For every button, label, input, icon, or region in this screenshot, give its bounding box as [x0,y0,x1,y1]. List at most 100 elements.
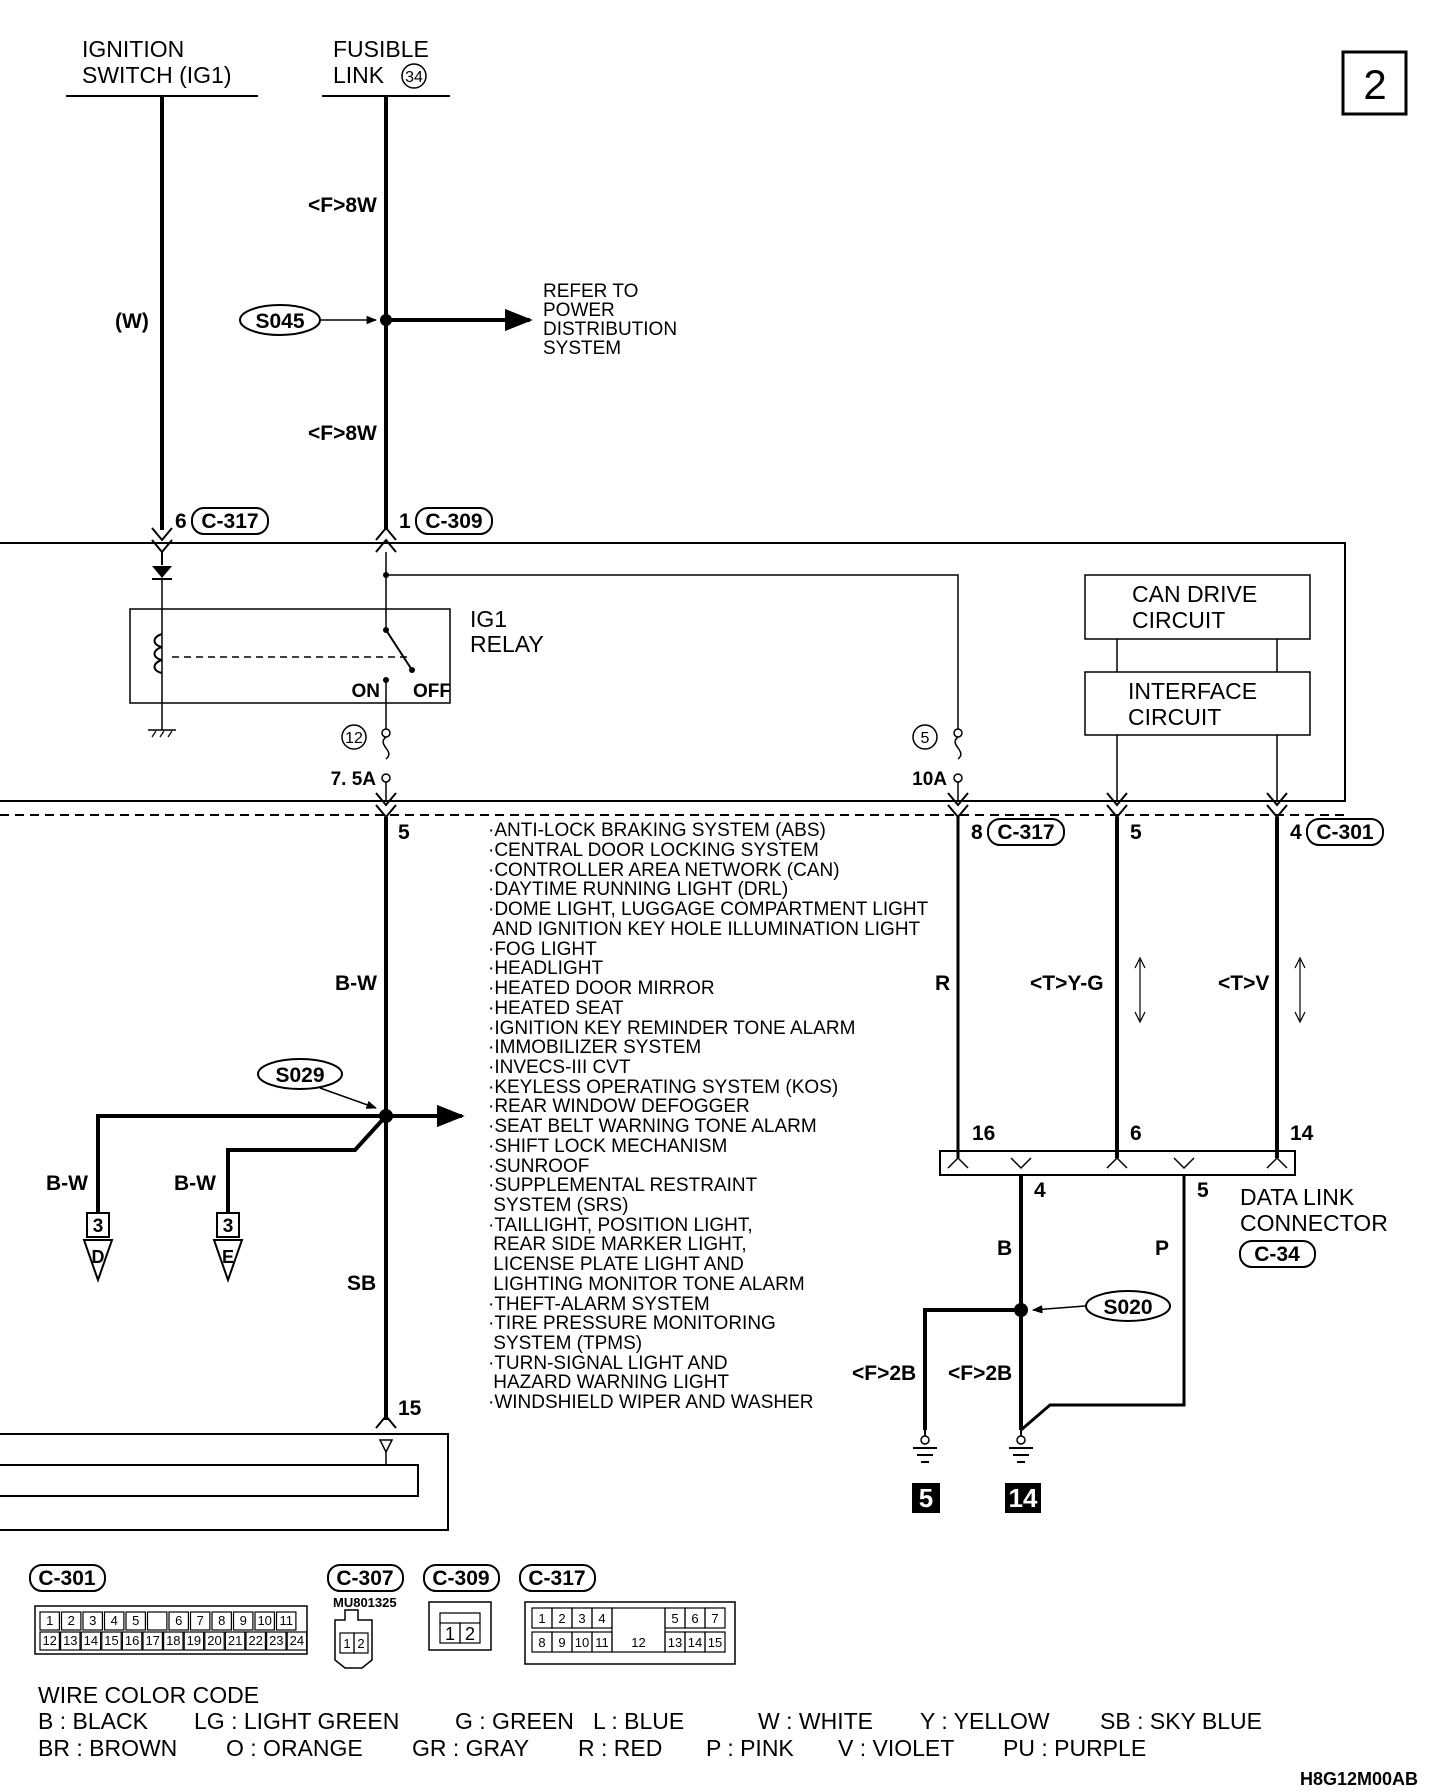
system-item: SYSTEM (SRS) [488,1195,628,1216]
system-item: ·THEFT-ALARM SYSTEM [488,1294,710,1315]
fuse-12: 12 7. 5A [331,724,391,800]
connector-pin-label: 12 [42,1633,56,1648]
c309-label: C-309 [432,1567,489,1590]
refer-line-3: DISTRIBUTION [543,319,677,340]
relay-label-line2: RELAY [470,631,544,657]
relay-off-label: OFF [413,681,451,702]
fuse-5-number: 5 [921,730,930,747]
refer-line-1: REFER TO [543,281,638,302]
system-item: LIGHTING MONITOR TONE ALARM [488,1274,805,1295]
c309-pin: 1 [445,1624,455,1644]
connector-pin-label: 2 [68,1613,75,1628]
wire-label-f2b-right: <F>2B [948,1362,1012,1385]
ignition-switch-line1: IGNITION [82,36,184,62]
connector-cell [183,1631,205,1651]
diode-icon [152,566,172,578]
c307-pin: 1 [343,1636,350,1651]
connector-cell [704,1631,726,1653]
dlc-pin-16: 16 [972,1122,995,1145]
connector-cell [611,1607,666,1653]
system-item: ·SHIFT LOCK MECHANISM [488,1136,727,1157]
connector-cell [254,1611,275,1631]
wire-label-bw-e: B-W [174,1172,216,1195]
pin-4-label: C-301 [1316,821,1374,844]
ignition-switch-label: IGNITION SWITCH (IG1) [66,36,258,97]
fusible-link-label: FUSIBLE LINK 34 [322,36,450,97]
splice-s045: S045 [239,304,533,336]
offpage-e-letter: E [222,1247,234,1267]
system-item: ·WINDSHIELD WIPER AND WASHER [488,1392,814,1413]
connector-pin-label: 1 [46,1613,53,1628]
color-code-item: L : BLUE [593,1708,684,1734]
color-code-item: LG : LIGHT GREEN [194,1708,399,1734]
connector-pin-label: 14 [84,1633,98,1648]
wire-color-code-title: WIRE COLOR CODE [38,1682,259,1708]
system-item: ·INVECS-III CVT [488,1057,631,1078]
connector-pin-label: 6 [175,1613,182,1628]
fusible-link-line1: FUSIBLE [333,36,429,62]
pin-8-c317: 8 C-317 [971,818,1065,846]
system-item: ·HEADLIGHT [488,958,603,979]
connector-pin-label: 15 [708,1635,722,1650]
data-link-connector: 16 6 14 4 5 DATA LINK CONNECTOR C-34 [939,1122,1388,1268]
wire-color-code: WIRE COLOR CODE B : BLACK LG : LIGHT GRE… [38,1682,1262,1761]
offpage-connector-e: 3 E [212,1212,244,1284]
connector-pin-label: 8 [218,1613,225,1628]
refer-line-2: POWER [543,300,615,321]
color-code-item: P : PINK [706,1735,794,1761]
page-number: 2 [1341,50,1408,116]
can-drive-circuit: CAN DRIVE CIRCUIT [1084,574,1311,640]
connector-pin-label: 3 [578,1611,585,1626]
fuse-5-rating: 10A [912,769,947,790]
connector-cell [39,1611,60,1631]
connector-pin-label: 15 [104,1633,118,1648]
pin-5-mid: 5 [1130,821,1142,844]
offpage-d-letter: D [92,1247,105,1267]
wire-label-f2b-left: <F>2B [852,1362,916,1385]
connector-pin-label: 17 [145,1633,159,1648]
pin-c317-6-label: C-317 [201,510,258,533]
connector-cell [232,1611,254,1631]
color-code-item: G : GREEN [455,1708,574,1734]
pin-8-num: 8 [971,821,983,844]
c317-label: C-317 [528,1567,585,1590]
color-code-item: GR : GRAY [412,1735,529,1761]
connector-pin-label: 18 [166,1633,180,1648]
connector-pin-label: 24 [290,1633,304,1648]
connector-cell [101,1631,122,1651]
connector-cell [163,1631,184,1651]
wire-label-w: (W) [115,310,149,333]
connector-cell [286,1631,308,1651]
refer-line-4: SYSTEM [543,338,621,359]
connector-pin-label: 20 [207,1633,221,1648]
connector-pin-label: 3 [89,1613,96,1628]
connector-pin-label: 13 [63,1633,77,1648]
module-output-chevrons [375,792,1288,819]
wire-label-f8w-top: <F>8W [308,194,377,217]
connector-pin-label: 10 [575,1635,589,1650]
wire-label-bw-d: B-W [46,1172,88,1195]
module-outline [0,542,1346,802]
connector-cell [224,1631,246,1651]
connector-pin-label: 21 [228,1633,242,1648]
connector-cell [189,1611,211,1631]
color-code-item: Y : YELLOW [920,1708,1050,1734]
connector-cell [245,1631,266,1651]
splice-s045-label: S045 [255,310,304,333]
connector-pin-label: 2 [558,1611,565,1626]
dlc-label-line1: DATA LINK [1240,1184,1355,1210]
splice-s029: S029 [96,1058,465,1212]
color-code-item: BR : BROWN [38,1735,177,1761]
can-drive-line2: CIRCUIT [1132,607,1225,633]
connector-cell [59,1631,81,1651]
pin-15: 15 [398,1397,422,1420]
connector-cell [39,1631,60,1651]
connector-cell [103,1611,125,1631]
system-item: REAR SIDE MARKER LIGHT, [488,1234,747,1255]
systems-list: ·ANTI-LOCK BRAKING SYSTEM (ABS) ·CENTRAL… [488,820,929,1413]
interface-line2: CIRCUIT [1128,704,1221,730]
c309-pin: 2 [465,1624,475,1644]
connector-pin-label: 13 [668,1635,682,1650]
